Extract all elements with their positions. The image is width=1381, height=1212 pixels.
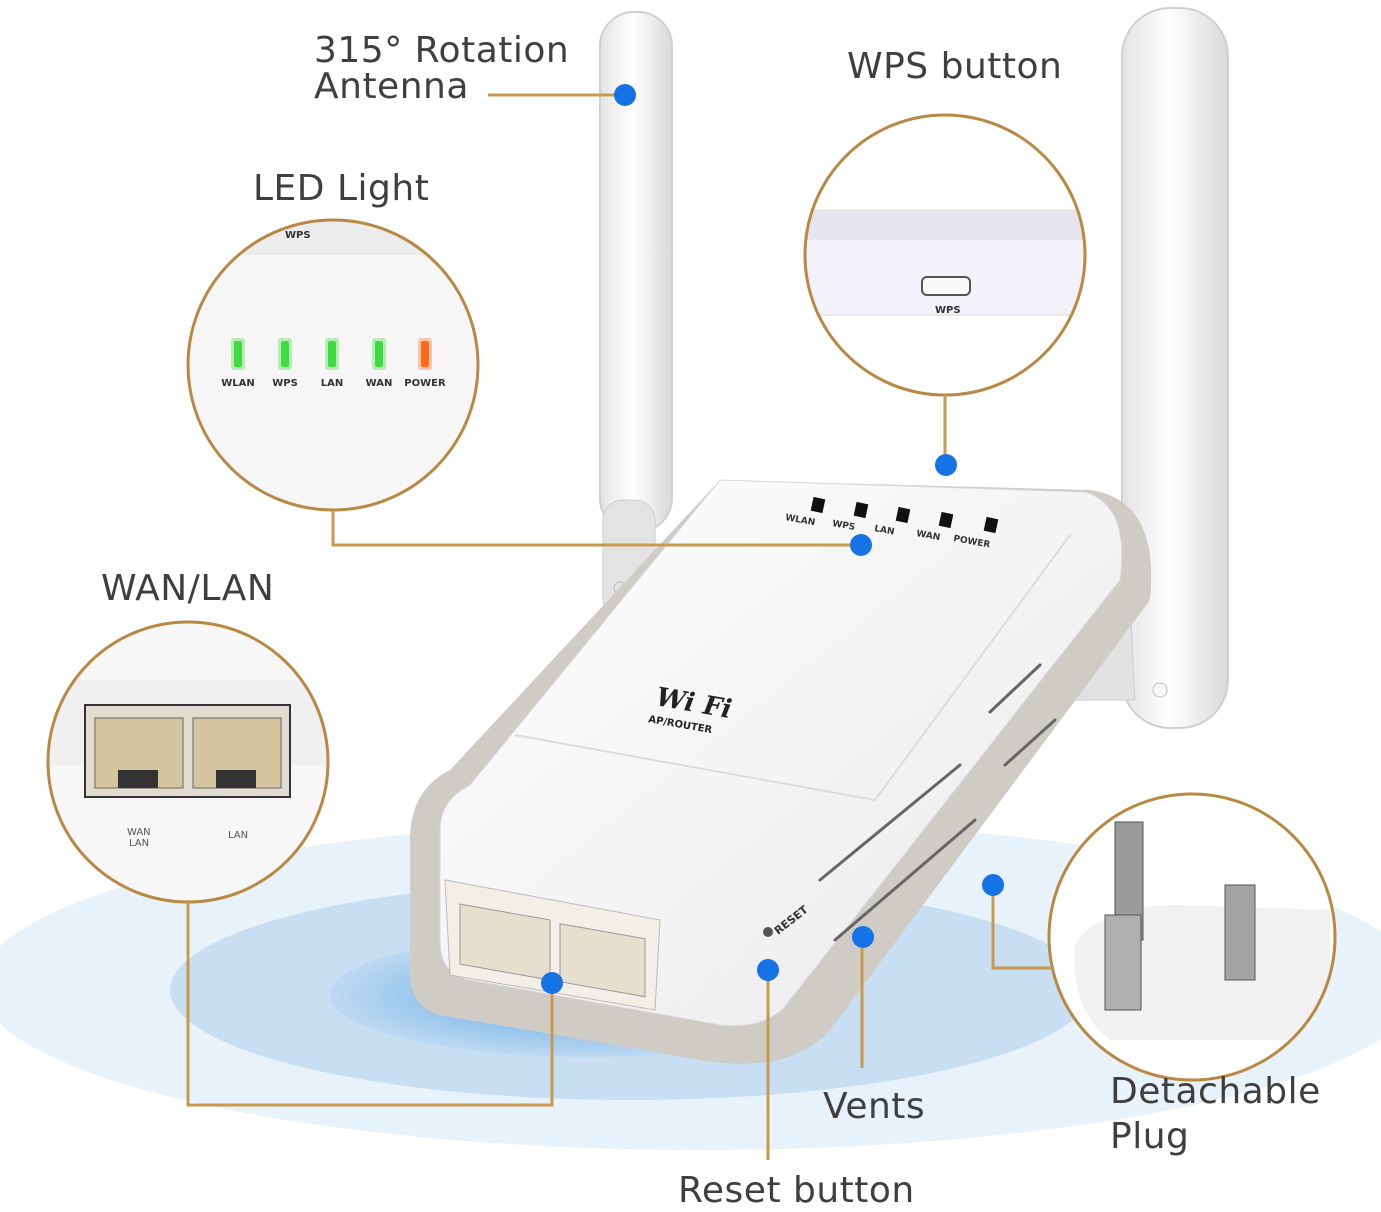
led-indicator-wlan: WLAN — [221, 338, 255, 389]
label-wanlan: WAN/LAN — [101, 568, 275, 609]
port-wan-line2: LAN — [129, 838, 149, 849]
callout-plug — [991, 885, 1052, 970]
wps-inset: WPS — [803, 113, 1087, 397]
label-vents: Vents — [823, 1086, 926, 1127]
led-label: WAN — [366, 378, 393, 389]
led-indicator-wps: WPS — [272, 338, 298, 389]
svg-text:WPS: WPS — [285, 230, 311, 241]
led-indicator-lan: LAN — [321, 338, 343, 389]
callout-wanlan — [186, 900, 554, 1107]
svg-text:WPS: WPS — [831, 519, 855, 533]
router-body: WLAN WPS LAN WAN POWER Wi Fi AP/ROUTER R… — [409, 479, 1152, 1064]
label-led: LED Light — [253, 168, 430, 209]
front-ports — [444, 879, 661, 1011]
svg-text:LAN: LAN — [873, 524, 895, 537]
wanlan-inset: WAN LAN LAN — [46, 620, 330, 904]
led-indicator-power: POWER — [404, 338, 446, 389]
vent-slots — [818, 663, 1057, 942]
reset-hole[interactable] — [763, 927, 773, 937]
svg-text:WAN: WAN — [915, 529, 940, 543]
label-reset: Reset button — [678, 1170, 915, 1211]
wps-button[interactable] — [921, 276, 971, 296]
label-plug-line1: Detachable — [1110, 1071, 1321, 1112]
plug-inset — [1047, 792, 1337, 1082]
dot-led — [850, 534, 872, 556]
led-label: LAN — [321, 378, 343, 389]
left-antenna — [599, 11, 673, 621]
callout-dots — [541, 84, 1004, 994]
callout-led — [331, 510, 860, 547]
led-indicator-wan: WAN — [366, 338, 393, 389]
led-label: WPS — [272, 378, 298, 389]
label-plug-line2: Plug — [1110, 1116, 1190, 1157]
dot-vents — [852, 926, 874, 948]
led-label: WLAN — [221, 378, 255, 389]
dot-reset — [757, 959, 779, 981]
led-inset: WPS WLAN WPS LAN WAN POWER — [186, 218, 480, 512]
port-wan-line1: WAN — [127, 827, 151, 838]
led-label: POWER — [404, 378, 446, 389]
label-antenna-line1: 315° Rotation — [314, 30, 570, 71]
callout-lines — [186, 93, 1052, 1160]
dot-plug — [982, 874, 1004, 896]
dot-wps — [935, 454, 957, 476]
port-lan: LAN — [228, 830, 248, 841]
label-wps: WPS button — [847, 46, 1063, 87]
label-antenna-line2: Antenna — [314, 66, 469, 107]
dot-antenna — [614, 84, 636, 106]
wps-inset-label: WPS — [935, 305, 961, 316]
dot-wanlan — [541, 972, 563, 994]
